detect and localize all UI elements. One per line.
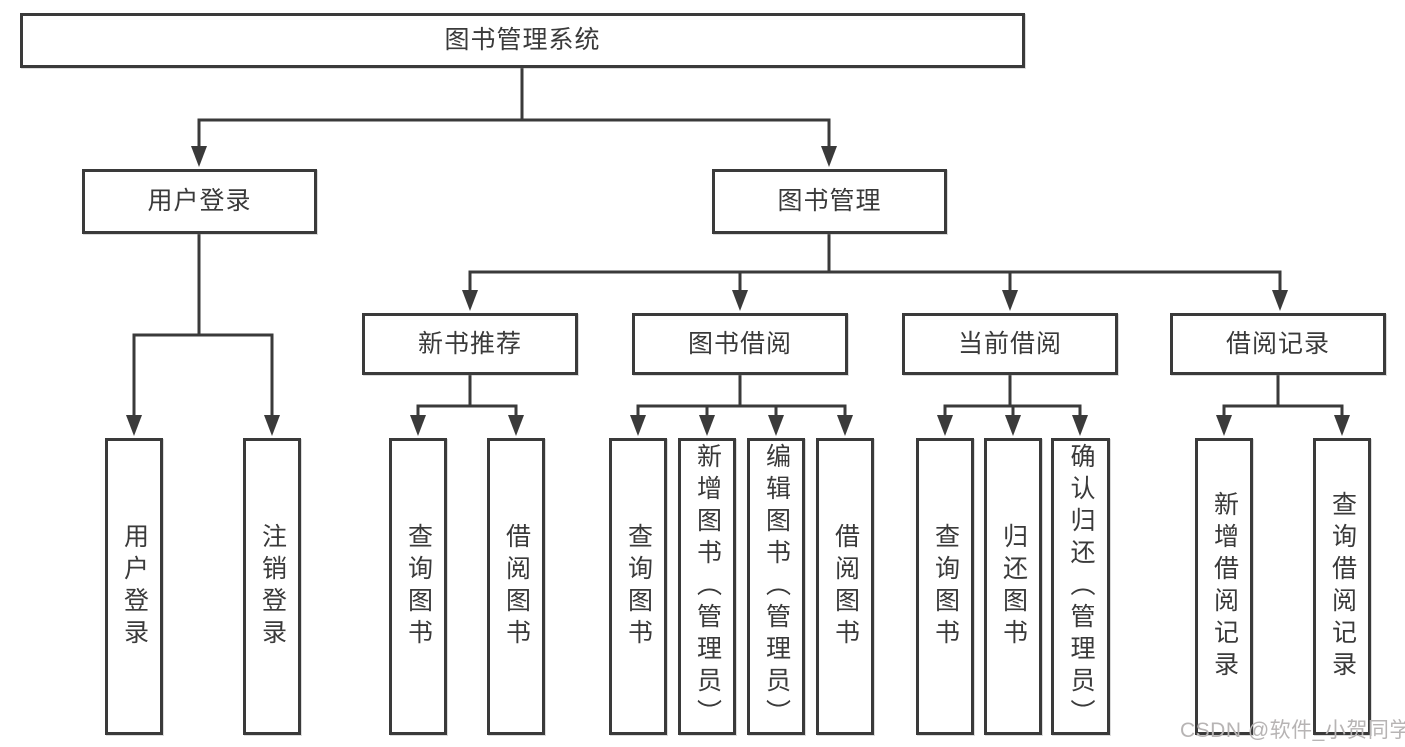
leaf-query-books-current: 查询图书 <box>916 438 974 735</box>
node-book-management: 图书管理 <box>712 169 947 234</box>
node-current-borrow: 当前借阅 <box>902 313 1118 375</box>
node-label: 查询图书 <box>404 522 433 651</box>
leaf-query-books-recommend: 查询图书 <box>389 438 447 735</box>
node-label: 新书推荐 <box>417 329 522 358</box>
leaf-borrow-books-recommend: 借阅图书 <box>487 438 545 735</box>
leaf-borrow-books: 借阅图书 <box>816 438 874 735</box>
node-label: 归还图书 <box>999 522 1028 651</box>
arrowheads <box>126 146 1350 436</box>
node-label: 查询借阅记录 <box>1328 490 1357 683</box>
leaf-logout: 注销登录 <box>243 438 301 735</box>
node-label: 用户登录 <box>147 187 252 215</box>
node-user-login: 用户登录 <box>82 169 317 234</box>
leaf-add-book-admin: 新增图书（管理员） <box>678 438 736 735</box>
node-label: 注销登录 <box>258 522 287 651</box>
csdn-watermark: CSDN @软件_小贺同学 <box>1180 719 1405 742</box>
node-label: 借阅记录 <box>1225 329 1330 358</box>
leaf-confirm-return-admin: 确认归还（管理员） <box>1051 438 1110 735</box>
node-label: 图书管理 <box>777 187 882 215</box>
tree-edges <box>132 68 1344 419</box>
node-label: 编辑图书（管理员） <box>762 442 791 731</box>
node-label: 新增图书（管理员） <box>693 442 722 731</box>
leaf-add-borrow-record: 新增借阅记录 <box>1195 438 1253 735</box>
node-label: 用户登录 <box>120 522 149 651</box>
node-label: 图书借阅 <box>687 329 792 358</box>
leaf-return-book: 归还图书 <box>984 438 1042 735</box>
node-borrow-records: 借阅记录 <box>1170 313 1386 375</box>
leaf-edit-book-admin: 编辑图书（管理员） <box>747 438 805 735</box>
node-label: 新增借阅记录 <box>1210 490 1239 683</box>
node-label: 借阅图书 <box>831 522 860 651</box>
node-library-management-system: 图书管理系统 <box>20 13 1025 68</box>
node-book-borrow: 图书借阅 <box>632 313 848 375</box>
leaf-query-borrow-record: 查询借阅记录 <box>1313 438 1371 735</box>
node-label: 当前借阅 <box>957 329 1062 358</box>
node-label: 确认归还（管理员） <box>1067 442 1095 731</box>
node-new-book-recommend: 新书推荐 <box>362 313 578 375</box>
leaf-user-login: 用户登录 <box>105 438 163 735</box>
leaf-query-books-borrow: 查询图书 <box>609 438 667 735</box>
node-label: 借阅图书 <box>502 522 531 651</box>
node-label: 查询图书 <box>931 522 960 651</box>
node-label: 查询图书 <box>624 522 653 651</box>
node-label: 图书管理系统 <box>444 26 601 54</box>
